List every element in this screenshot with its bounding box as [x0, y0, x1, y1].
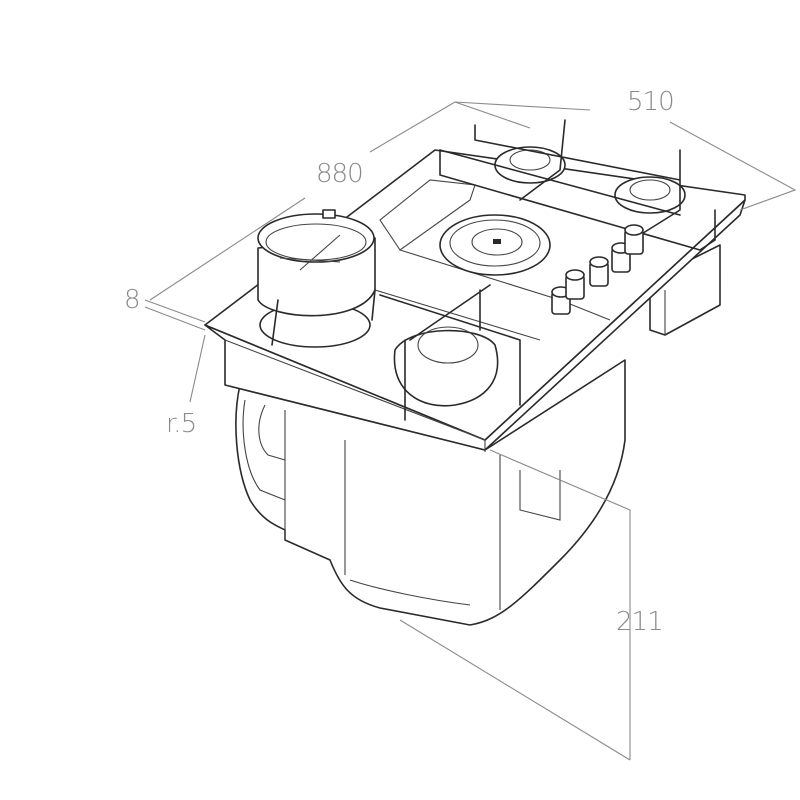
wok-burner [257, 209, 376, 348]
knob [589, 256, 609, 287]
height-dimension-label: 211 [616, 607, 663, 637]
dimension-lines [144, 101, 797, 761]
rear-burners [439, 119, 716, 251]
hob-body [235, 244, 721, 626]
thickness-dimension-label: 8 [124, 285, 140, 315]
knob [624, 224, 644, 255]
control-knobs [551, 224, 644, 315]
corner-radius-label: r.5 [166, 409, 196, 439]
centre-burner [439, 214, 551, 276]
depth-dimension-label: 880 [316, 159, 363, 189]
front-burner [379, 284, 521, 421]
knob [565, 269, 585, 300]
width-dimension-label: 510 [627, 87, 674, 117]
